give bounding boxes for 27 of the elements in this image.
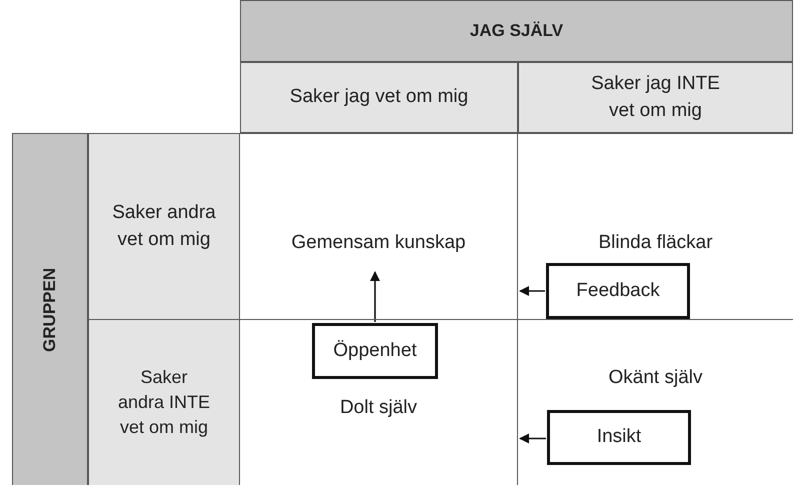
cell-text: Blinda fläckar <box>598 231 713 256</box>
quadrant-cell <box>240 133 518 320</box>
cell-text: Öppenhet <box>333 338 417 363</box>
label-box <box>546 263 690 319</box>
cell-text: Saker jag vet om mig <box>290 85 468 110</box>
row-header <box>88 133 240 320</box>
arrow <box>519 286 545 296</box>
label-box <box>312 323 438 379</box>
column-group-header <box>240 0 793 62</box>
heading-text: JAG SJÄLV <box>470 20 564 42</box>
cell-text: Saker andra INTE vet om mig <box>116 366 212 440</box>
cell-text: Dolt själv <box>340 396 418 420</box>
cell-text: Feedback <box>576 278 660 303</box>
column-header <box>518 62 793 133</box>
quadrant-cell <box>518 133 793 320</box>
cell-text: Saker jag INTE vet om mig <box>590 72 721 122</box>
arrow <box>370 271 380 322</box>
column-header <box>240 62 518 133</box>
row-group-header <box>12 133 88 485</box>
vertical-heading: GRUPPEN <box>39 267 60 352</box>
label-box <box>547 410 691 465</box>
cell-text: Saker andra vet om mig <box>111 200 217 252</box>
arrow <box>519 434 546 444</box>
row-header <box>88 320 240 485</box>
cell-text: Gemensam kunskap <box>291 231 466 256</box>
cell-text: Insikt <box>596 425 642 450</box>
cell-text: Okänt själv <box>608 366 702 390</box>
